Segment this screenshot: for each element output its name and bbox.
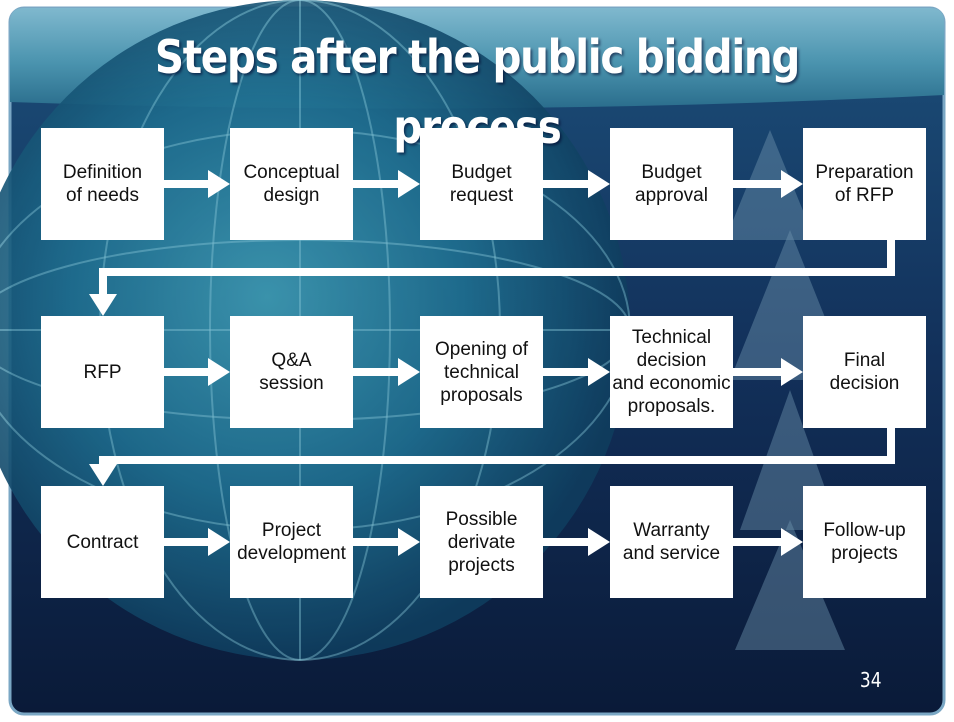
page-number: 34 <box>859 668 882 692</box>
step-label: Contract <box>66 531 139 553</box>
step-box-r3-c4: Warranty and service <box>610 486 733 598</box>
arrow-wrap-1-head <box>89 294 117 316</box>
step-label: Conceptual design <box>243 162 340 206</box>
step-label: Budget approval <box>635 162 708 206</box>
step-label: Final decision <box>829 350 900 394</box>
arrow-r3-4-head <box>781 528 803 556</box>
step-label: Follow-up projects <box>823 520 906 564</box>
step-label: Budget request <box>449 162 514 206</box>
step-box-r2-c5: Final decision <box>803 316 926 428</box>
step-box-r2-c2: Q&A session <box>230 316 353 428</box>
arrow-wrap-2-head <box>89 464 117 486</box>
step-label: Preparation of RFP <box>815 162 914 206</box>
arrow-r2-1-head <box>208 358 230 386</box>
step-box-r3-c1: Contract <box>41 486 164 598</box>
arrow-r1-4-head <box>781 170 803 198</box>
arrow-r2-3-head <box>588 358 610 386</box>
step-box-r3-c2: Project development <box>230 486 353 598</box>
step-label: Possible derivate projects <box>445 508 518 576</box>
step-box-r3-c5: Follow-up projects <box>803 486 926 598</box>
arrow-wrap-1 <box>99 240 895 296</box>
step-box-r1-c4: Budget approval <box>610 128 733 240</box>
step-box-r2-c1: RFP <box>41 316 164 428</box>
step-box-r1-c2: Conceptual design <box>230 128 353 240</box>
step-label: Warranty and service <box>622 520 721 564</box>
step-label: RFP <box>83 361 122 383</box>
step-box-r1-c5: Preparation of RFP <box>803 128 926 240</box>
arrow-r1-1-head <box>208 170 230 198</box>
arrow-r3-1-head <box>208 528 230 556</box>
arrow-r2-4-head <box>781 358 803 386</box>
step-label: Project development <box>237 520 346 564</box>
arrow-r1-2-head <box>398 170 420 198</box>
arrow-r3-3-head <box>588 528 610 556</box>
arrow-r2-2-head <box>398 358 420 386</box>
arrow-r1-3-head <box>588 170 610 198</box>
step-box-r1-c1: Definition of needs <box>41 128 164 240</box>
step-box-r1-c3: Budget request <box>420 128 543 240</box>
arrow-wrap-2 <box>99 428 895 466</box>
step-box-r2-c4: Technical decision and economic proposal… <box>610 316 733 428</box>
step-label: Q&A session <box>259 350 324 394</box>
step-box-r3-c3: Possible derivate projects <box>420 486 543 598</box>
step-label: Definition of needs <box>62 162 143 206</box>
step-label: Opening of technical proposals <box>435 338 528 406</box>
step-box-r2-c3: Opening of technical proposals <box>420 316 543 428</box>
arrow-r3-2-head <box>398 528 420 556</box>
step-label: Technical decision and economic proposal… <box>612 327 731 417</box>
